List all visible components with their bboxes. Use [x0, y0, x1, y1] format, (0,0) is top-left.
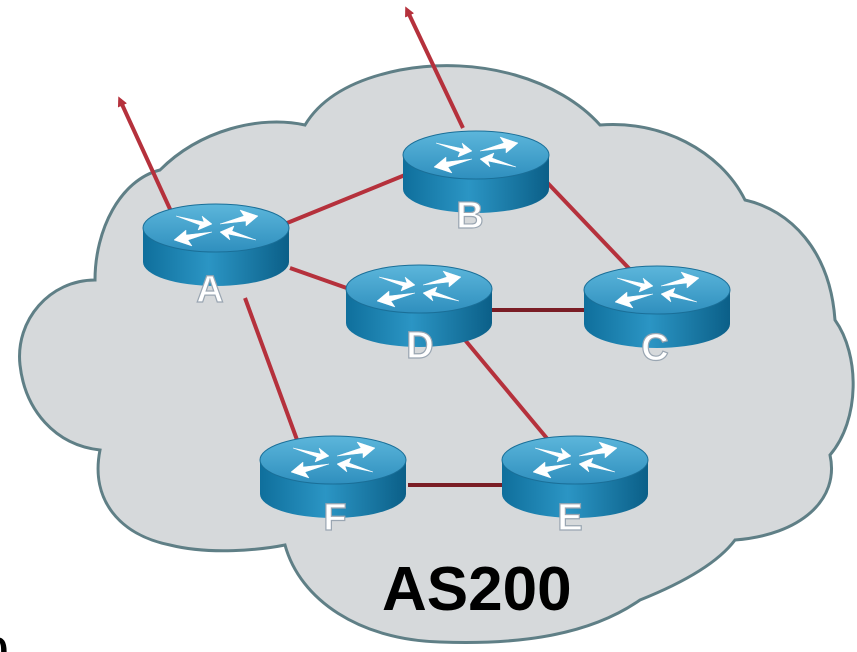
router-arrows-icon [290, 441, 376, 479]
external-links-layer [117, 6, 465, 221]
router-top [583, 265, 731, 315]
router-f: F [259, 435, 407, 540]
router-label: E [557, 497, 582, 539]
router-label: F [323, 497, 346, 539]
router-label: D [406, 325, 433, 367]
link-a-b [264, 173, 406, 234]
link-a-f [243, 297, 302, 449]
router-top [345, 264, 493, 314]
router-top [402, 130, 550, 180]
router-c: C [583, 265, 731, 370]
router-top [259, 435, 407, 485]
external-arrow-a [117, 96, 177, 221]
router-top [501, 435, 649, 485]
external-arrow-b [405, 6, 465, 129]
router-e: E [501, 435, 649, 540]
router-top [142, 203, 290, 253]
router-label: A [196, 269, 223, 311]
router-arrows-icon [433, 136, 519, 174]
router-label: C [641, 327, 668, 369]
router-a: A [142, 203, 290, 312]
routers-layer: A B C D E F [142, 130, 731, 540]
router-label: B [456, 195, 483, 237]
router-arrows-icon [532, 441, 618, 479]
link-d-e [463, 338, 557, 450]
router-d: D [345, 264, 493, 368]
link-b-c [538, 173, 642, 282]
router-b: B [402, 130, 550, 238]
router-arrows-icon [173, 209, 259, 247]
as-label: AS200 [382, 555, 572, 624]
stray-text: 0 [0, 630, 8, 652]
router-arrows-icon [376, 270, 462, 308]
router-arrows-icon [614, 271, 700, 309]
